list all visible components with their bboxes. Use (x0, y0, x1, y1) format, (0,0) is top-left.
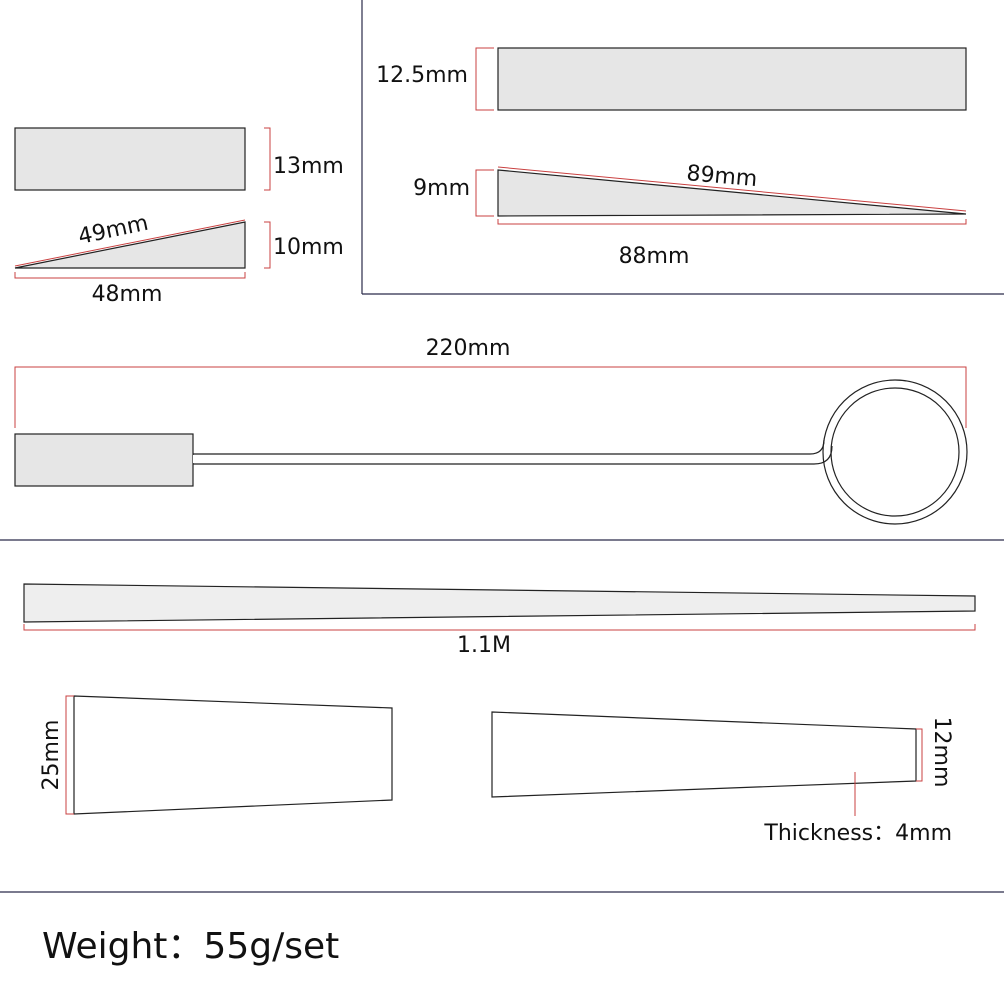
long-strip: 1.1M (23, 583, 976, 658)
long-strip-length-label: 1.1M (457, 633, 511, 658)
large-wedge-side-view (497, 169, 967, 217)
large-wedge-hypotenuse-dimension (497, 166, 967, 212)
thickness-label: Thickness：4mm (763, 821, 952, 846)
small-wedge-height-side-dimension (264, 221, 271, 269)
large-wedge-height-top-label: 12.5mm (376, 63, 468, 88)
hook-tool-shaft-fill (193, 455, 813, 463)
strip-wide-end-label: 25mm (39, 720, 64, 791)
hook-tool-ring-outer (822, 379, 968, 525)
small-wedge-length-label: 48mm (92, 282, 163, 307)
strip-wide-end-dimension (65, 695, 74, 815)
strip-narrow-end-label: 12mm (929, 717, 954, 788)
hook-tool-handle (14, 433, 194, 487)
small-wedge-height-top-dimension (264, 127, 271, 191)
large-wedge-height-side-label: 9mm (413, 176, 470, 201)
small-wedge-height-side-label: 10mm (273, 235, 344, 260)
long-strip-length-dimension (23, 624, 976, 631)
large-wedge-top-view (497, 47, 967, 111)
small-wedge-height-top-label: 13mm (273, 154, 344, 179)
strip-wide-end: 25mm (39, 695, 393, 815)
large-wedge-height-top-dimension (475, 47, 494, 111)
small-wedge-side-view (14, 221, 246, 269)
long-strip-shape (23, 583, 976, 623)
large-wedge-hypotenuse-label: 89mm (685, 161, 758, 192)
large-wedge-length-dimension (497, 219, 967, 225)
strip-narrow-end: 12mm Thickness：4mm (491, 711, 954, 846)
large-wedge-length-label: 88mm (619, 244, 690, 269)
small-wedge-length-dimension (14, 272, 246, 279)
large-wedge: 12.5mm 89mm 9mm 88mm (376, 47, 967, 269)
weight-label: Weight：55g/set (42, 926, 339, 967)
strip-wide-end-shape (73, 695, 393, 815)
small-wedge-top-view (14, 127, 246, 191)
small-wedge: 13mm 49mm 10mm 48mm (14, 127, 344, 307)
hook-tool: 220mm (14, 336, 968, 525)
strip-narrow-end-dimension (916, 728, 923, 782)
hook-tool-length-label: 220mm (426, 336, 511, 361)
hook-tool-length-dimension (14, 366, 967, 428)
small-wedge-hypotenuse-dimension (14, 219, 246, 267)
hook-tool-ring-inner (830, 387, 960, 517)
large-wedge-height-side-dimension (475, 169, 494, 217)
